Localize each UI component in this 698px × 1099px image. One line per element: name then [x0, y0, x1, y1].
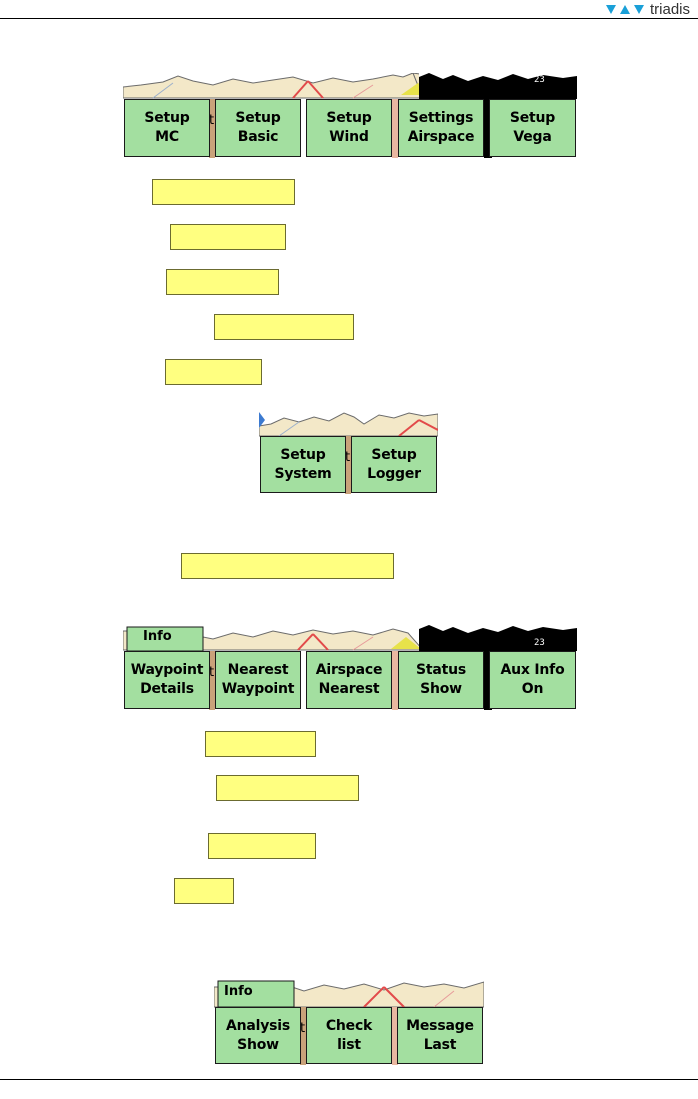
- map-gap: [209, 99, 215, 158]
- logo-triangle-down-icon: [605, 5, 616, 14]
- button-label: list: [337, 1036, 361, 1053]
- button-label: Setup: [371, 446, 417, 463]
- terrain-map: [123, 625, 577, 652]
- highlight-box: [166, 269, 279, 295]
- button-label: Airspace: [315, 662, 383, 678]
- button-label: Nearest: [227, 662, 289, 678]
- button-label: Message: [406, 1017, 474, 1034]
- counter-readout: 23: [534, 638, 545, 648]
- map-gap: [345, 436, 351, 494]
- map-marker-t: t: [209, 113, 215, 128]
- logo-triangle-up-icon: [619, 5, 630, 14]
- highlight-box: [214, 314, 354, 340]
- button-label: Airspace: [407, 129, 475, 145]
- map-gap: [300, 1007, 306, 1065]
- triadis-logo: triadis: [605, 1, 690, 18]
- button-label: Status: [415, 662, 466, 678]
- button-label: Setup: [326, 110, 372, 126]
- button-label: Setup: [509, 110, 556, 126]
- highlight-box: [165, 359, 262, 385]
- button-label: Show: [237, 1036, 279, 1053]
- button-label: MC: [155, 129, 179, 145]
- button-label: Last: [423, 1036, 457, 1053]
- button-label: Show: [420, 681, 462, 697]
- button-label: Logger: [367, 465, 421, 482]
- button-label: Wind: [329, 129, 369, 145]
- button-label: Settings: [408, 110, 474, 126]
- button-label: Details: [140, 681, 194, 697]
- button-label: Check: [325, 1017, 373, 1034]
- terrain-map: [214, 980, 484, 1008]
- map-gap: [392, 99, 398, 158]
- button-label: Waypoint: [130, 662, 204, 678]
- logo-triangle-down-icon: [633, 5, 644, 14]
- highlight-box: [181, 553, 394, 579]
- highlight-box: [152, 179, 295, 205]
- button-label: Setup: [235, 110, 281, 126]
- highlight-box: [216, 775, 359, 801]
- terrain-map: [123, 73, 577, 99]
- info-tab-label: Info: [224, 984, 253, 999]
- highlight-box: [174, 878, 234, 904]
- map-marker-t: t: [345, 450, 351, 465]
- button-label: Vega: [513, 129, 552, 145]
- map-gap: [392, 651, 398, 710]
- header-rule: [0, 18, 698, 19]
- terrain-map: [259, 412, 438, 437]
- logo-wordmark: triadis: [649, 1, 690, 18]
- map-gap: [392, 1007, 398, 1065]
- button-label: Waypoint: [221, 681, 295, 697]
- button-label: Nearest: [318, 681, 380, 697]
- button-label: Basic: [237, 129, 279, 145]
- check-list-button[interactable]: Check list: [306, 1007, 392, 1064]
- highlight-box: [205, 731, 316, 757]
- button-label: Analysis: [225, 1017, 291, 1034]
- map-marker-t: t: [209, 665, 215, 680]
- footer-rule: [0, 1079, 698, 1080]
- button-label: Setup: [144, 110, 190, 126]
- button-label: Aux Info: [500, 662, 565, 678]
- button-label: System: [274, 465, 332, 482]
- map-gap: [484, 651, 492, 710]
- highlight-box: [208, 833, 316, 859]
- map-gap: [209, 651, 215, 710]
- highlight-box: [170, 224, 286, 250]
- button-label: Setup: [280, 446, 326, 463]
- counter-readout: 23: [534, 75, 545, 85]
- map-marker-t: t: [300, 1021, 306, 1036]
- map-gap: [484, 99, 492, 158]
- button-label: On: [521, 681, 544, 697]
- info-tab-label: Info: [143, 629, 172, 644]
